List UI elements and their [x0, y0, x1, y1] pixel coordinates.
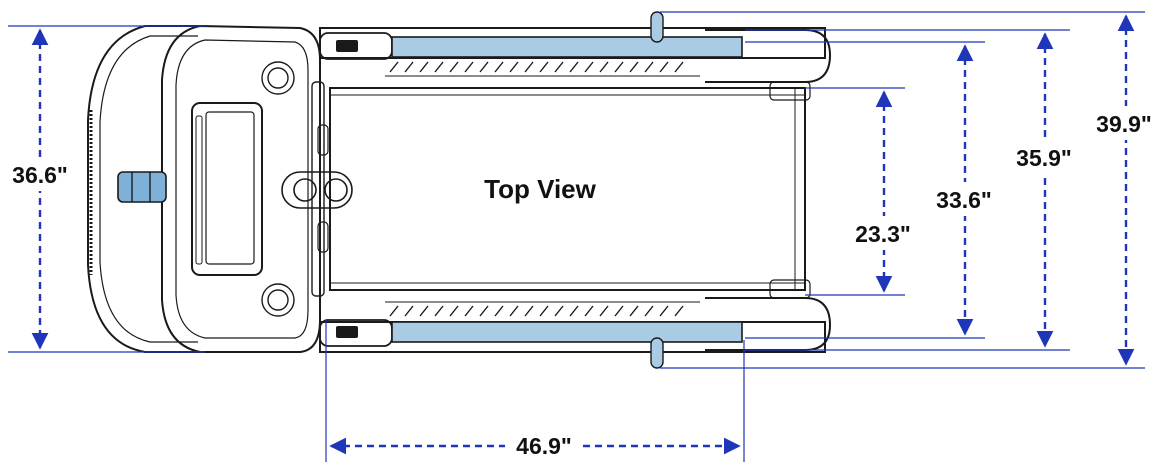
running-belt	[329, 87, 806, 291]
handrail-top	[391, 36, 743, 58]
dim-arrows	[31, 14, 1135, 455]
title-label: Top View	[484, 174, 596, 204]
label-belt-width: 23.3"	[855, 221, 911, 247]
center-knob	[281, 171, 353, 209]
handrail-bottom	[391, 321, 743, 343]
label-rail-width: 33.6"	[936, 187, 992, 213]
label-handrail-length: 46.9"	[516, 433, 572, 459]
label-outer-width: 35.9"	[1016, 145, 1072, 171]
dimension-lines	[8, 11, 1145, 462]
label-total-width: 39.9"	[1096, 111, 1152, 137]
treadmill-drawing	[87, 24, 832, 353]
console-display	[191, 102, 263, 276]
slats-bottom	[385, 301, 700, 317]
speaker-bottom	[261, 283, 295, 317]
console-frame	[161, 24, 321, 353]
label-console-width: 36.6"	[12, 162, 68, 188]
safety-key-icon	[117, 171, 167, 203]
speaker-top	[261, 61, 295, 95]
motor-hood	[87, 25, 205, 353]
post-top	[650, 11, 664, 43]
post-bottom	[650, 337, 664, 369]
slats-top	[385, 61, 700, 77]
